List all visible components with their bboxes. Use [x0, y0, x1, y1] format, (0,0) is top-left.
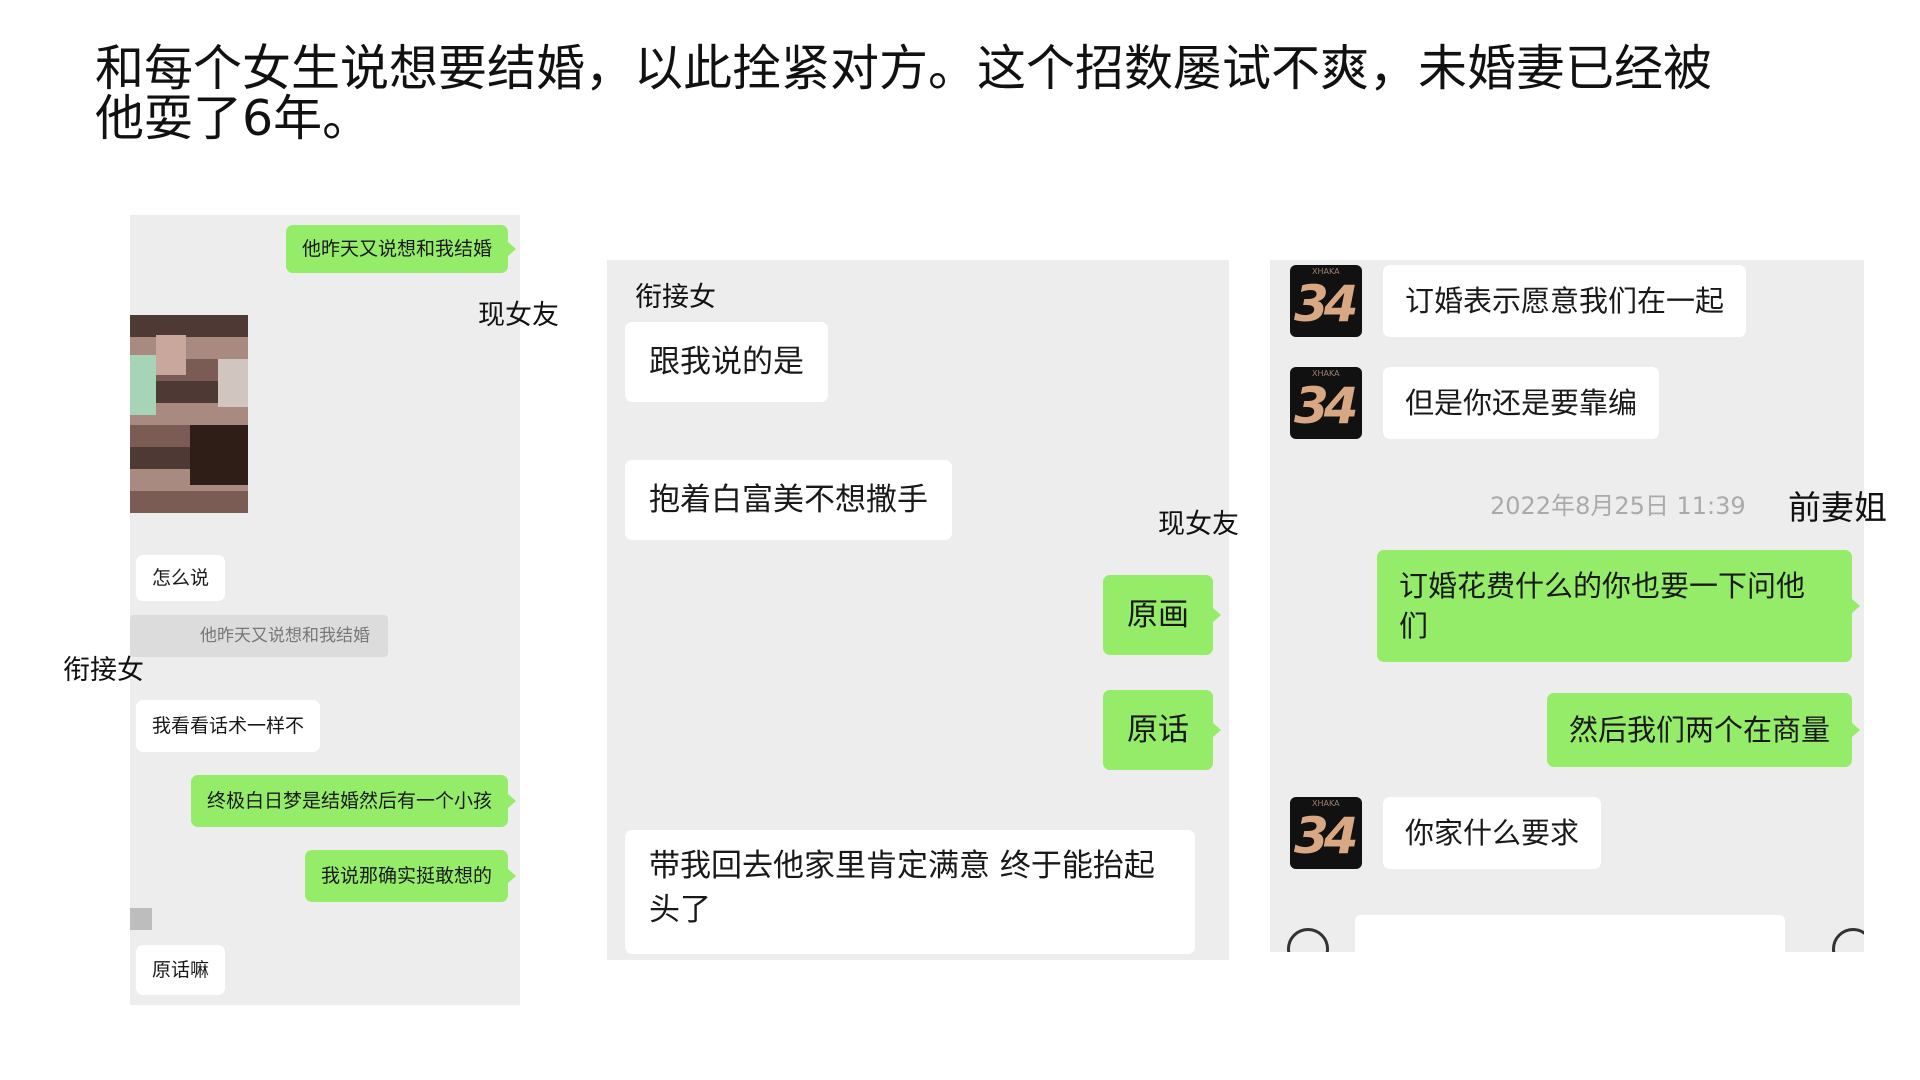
quoted-message: 他昨天又说想和我结婚 — [130, 615, 388, 657]
message-input[interactable] — [1355, 915, 1785, 952]
avatar: XHAKA 34 — [1290, 367, 1362, 439]
chat-bubble-right: 原话 — [1103, 690, 1221, 770]
chat-screenshot-3: XHAKA 34 订婚表示愿意我们在一起 XHAKA 34 但是你还是要靠编 2… — [1270, 260, 1864, 952]
label-street-girl: 衔接女 — [63, 655, 144, 686]
voice-input-icon[interactable] — [1287, 928, 1329, 952]
blurred-photo — [130, 315, 248, 513]
chat-bubble-left: 你家什么要求 — [1383, 797, 1602, 869]
label-current-girlfriend: 现女友 — [478, 300, 559, 331]
chat-bubble-left: 订婚表示愿意我们在一起 — [1383, 265, 1747, 337]
label-current-girlfriend: 现女友 — [1158, 509, 1239, 540]
chat-bubble-right: 原画 — [1103, 575, 1221, 655]
chat-bubble-left: 跟我说的是 — [625, 322, 828, 402]
timestamp: 2022年8月25日 11:39 — [1490, 492, 1746, 520]
chat-bubble-right: 订婚花费什么的你也要一下问他们 — [1377, 550, 1860, 662]
chat-bubble-left: 带我回去他家里肯定满意 终于能抬起头了 — [625, 830, 1195, 954]
chat-bubble-left: 原话嘛 — [136, 945, 226, 995]
chat-bubble-right: 我说那确实挺敢想的 — [304, 850, 517, 902]
chat-bubble-right: 他昨天又说想和我结婚 — [285, 225, 517, 273]
chat-screenshot-1: 他昨天又说想和我结婚 怎么说 他昨天又说想和我结婚 我看看话术一样不 终极白日梦… — [130, 215, 520, 1005]
chat-bubble-left: 怎么说 — [136, 555, 226, 601]
headline: 和每个女生说想要结婚，以此拴紧对方。这个招数屡试不爽，未婚妻已经被他耍了6年。 — [95, 40, 1713, 147]
chat-bubble-right: 终极白日梦是结婚然后有一个小孩 — [190, 775, 517, 827]
chat-bubble-left: 我看看话术一样不 — [136, 700, 321, 752]
chat-bubble-right: 然后我们两个在商量 — [1546, 693, 1861, 767]
chat-contact-name: 衔接女 — [635, 282, 716, 313]
small-avatar — [130, 908, 152, 930]
avatar: XHAKA 34 — [1290, 265, 1362, 337]
chat-screenshot-2: 衔接女 跟我说的是 抱着白富美不想撒手 原画 原话 带我回去他家里肯定满意 终于… — [607, 260, 1229, 960]
chat-bubble-left: 抱着白富美不想撒手 — [625, 460, 952, 540]
label-ex-wife-sister: 前妻姐 — [1788, 488, 1887, 527]
chat-bubble-left: 但是你还是要靠编 — [1383, 367, 1660, 439]
avatar: XHAKA 34 — [1290, 797, 1362, 869]
emoji-icon[interactable] — [1832, 928, 1864, 952]
